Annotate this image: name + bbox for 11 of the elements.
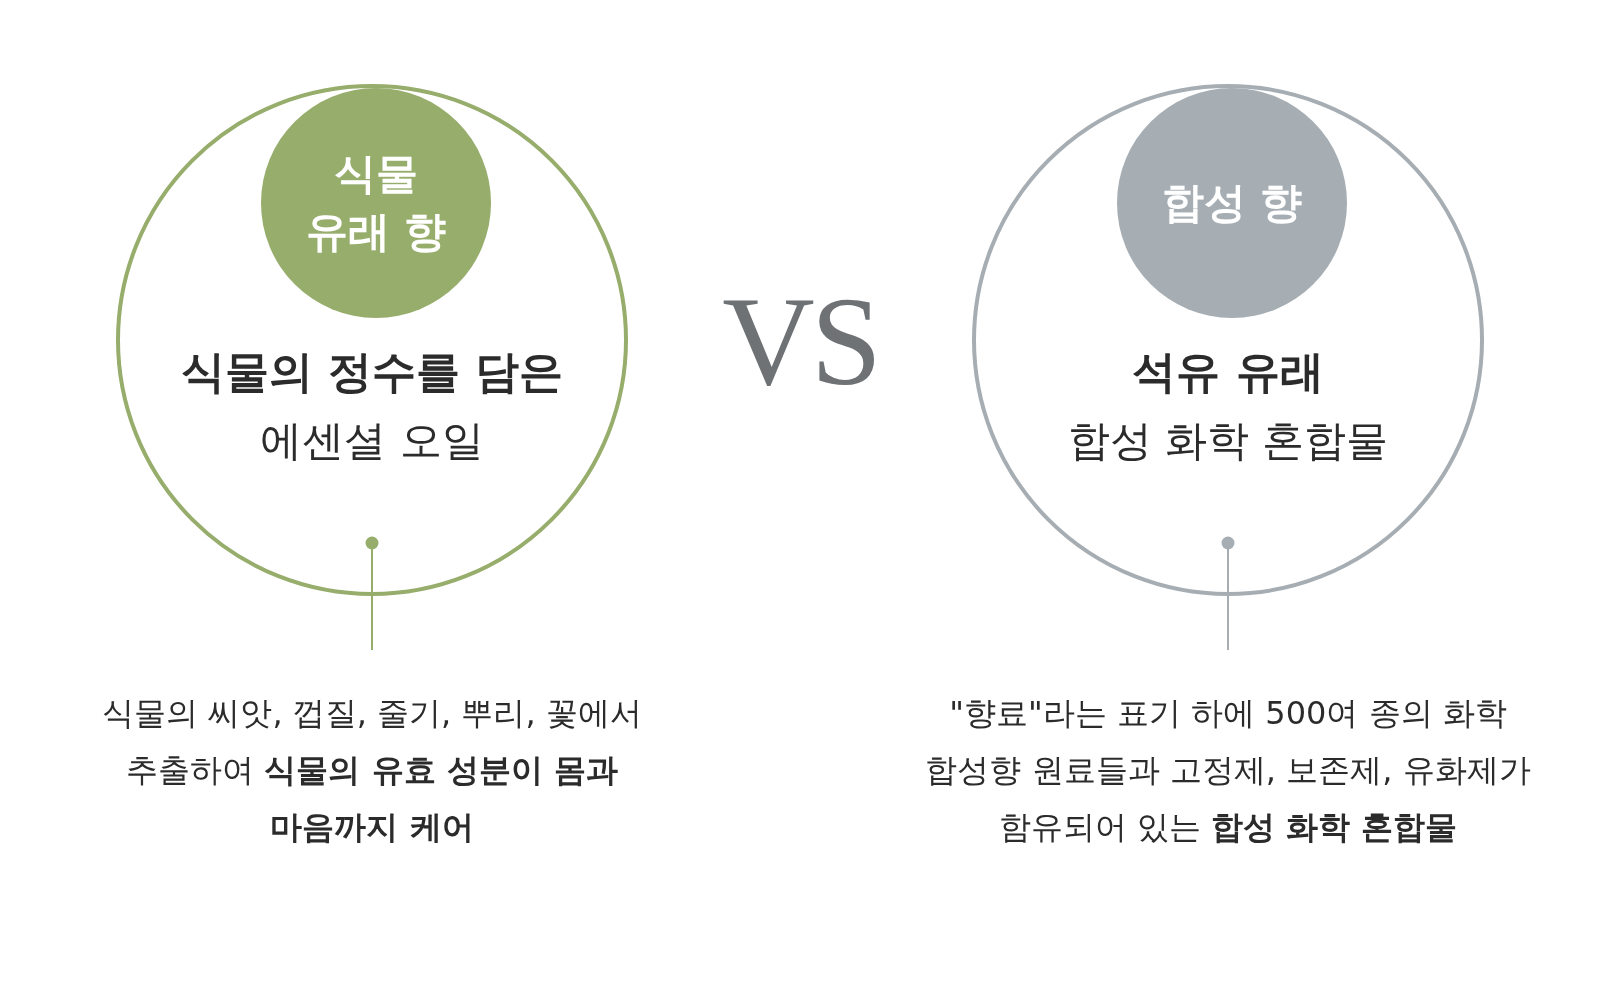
vs-text: VS: [721, 269, 879, 414]
description-text: "향료"라는 표기 하에 500여 종의 화학 합성향 원료들과 고정제, 보존제, 유화제가 함유되어 있는 합성 화학 혼합물: [908, 685, 1548, 856]
leader-line: [365, 536, 379, 651]
subheading-text: 합성 화학 혼합물: [1066, 415, 1390, 467]
label-circle: 합성 향: [1117, 88, 1347, 318]
label-circle: 식물 유래 향: [261, 88, 491, 318]
description-text: 식물의 씨앗, 껍질, 줄기, 뿌리, 꽃에서 추출하여 식물의 유효 성분이 몸과 마음까지 케어: [62, 685, 682, 856]
subheading-text: 에센셜 오일: [259, 415, 485, 467]
heading-text: 식물의 정수를 담은: [179, 345, 565, 399]
heading-text: 석유 유래: [1131, 345, 1325, 399]
leader-line: [1221, 536, 1235, 651]
